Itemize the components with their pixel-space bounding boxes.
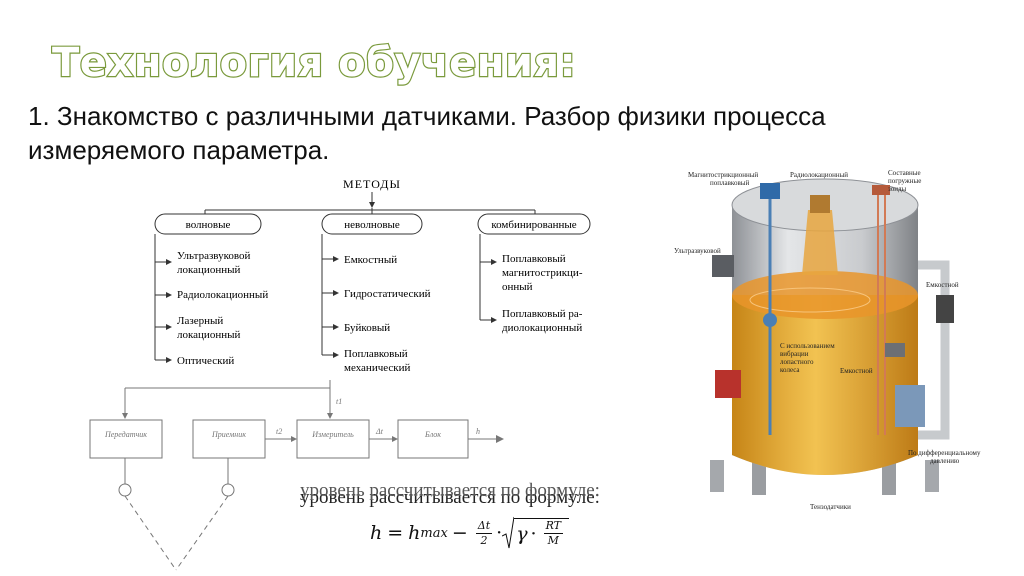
signal-t1: t1 bbox=[336, 397, 342, 406]
method-radar: Радиолокационный bbox=[177, 289, 268, 301]
formula-sqrt: γ · RT M bbox=[502, 516, 570, 550]
group-box-wave bbox=[154, 213, 262, 235]
block-receiver bbox=[192, 419, 266, 459]
group-label-combined: комбинированные bbox=[491, 219, 576, 231]
block-processing bbox=[397, 419, 469, 459]
tank-label-capacitive: Емкостной bbox=[840, 367, 873, 375]
signal-h: h bbox=[476, 427, 480, 436]
methods-diagram: МЕТОДЫ волновые неволновые комбинированн… bbox=[154, 177, 591, 374]
formula-caption-text: уровень рассчитывается по формуле: bbox=[300, 487, 600, 508]
tank-label-ultrasonic: Ультразвуковой bbox=[674, 247, 721, 255]
method-displacer: Буйковый bbox=[344, 322, 390, 334]
block-transmitter bbox=[89, 419, 163, 459]
method-capacitive: Емкостный bbox=[344, 254, 397, 266]
tank-label-strain: Тензодатчики bbox=[810, 503, 851, 511]
group-label-nonwave: неволновые bbox=[344, 219, 400, 231]
formula-frac2-num: RT bbox=[543, 519, 564, 534]
signal-t2: t2 bbox=[276, 427, 282, 436]
formula-frac1-den: 2 bbox=[480, 533, 488, 547]
method-optical: Оптический bbox=[177, 355, 234, 367]
ultrasonic-block-diagram: Передатчик Приемник Измеритель Блок t1 t… bbox=[89, 380, 504, 571]
page-title: Технология обучения: bbox=[51, 39, 577, 87]
methods-root: МЕТОДЫ bbox=[343, 177, 401, 191]
page-subtitle: 1. Знакомство с различными датчиками. Ра… bbox=[28, 101, 826, 165]
formula-gamma: γ bbox=[516, 522, 528, 545]
formula-hmax: h bbox=[408, 522, 421, 544]
formula-caption-ghost: уровень рассчитывается по формуле: bbox=[300, 480, 600, 501]
formula-minus: − bbox=[451, 522, 468, 544]
formula-dot1: · bbox=[496, 522, 503, 544]
signal-dt: Δt bbox=[375, 427, 384, 436]
formula-dot2: · bbox=[530, 522, 537, 545]
formula-caption: уровень рассчитывается по формуле: урове… bbox=[300, 480, 600, 509]
group-box-nonwave bbox=[321, 213, 423, 235]
formula-frac1-num: Δt bbox=[475, 518, 493, 534]
method-float-radar: Поплавковый ра-диолокационный bbox=[502, 308, 583, 334]
formula-frac2-den: M bbox=[547, 534, 559, 547]
method-hydrostatic: Гидростатический bbox=[344, 288, 431, 300]
formula-hmax-sub: max bbox=[420, 525, 448, 541]
formula-lhs: h bbox=[370, 522, 383, 544]
group-label-wave: волновые bbox=[186, 219, 231, 231]
block-transmitter-label: Передатчик bbox=[104, 430, 147, 439]
sqrt-sign-icon bbox=[502, 516, 515, 549]
tank-label-capacitive-side: Емкостной bbox=[926, 281, 959, 289]
block-interval-meter-label: Измеритель bbox=[311, 430, 354, 439]
block-receiver-label: Приемник bbox=[211, 430, 246, 439]
block-interval-meter bbox=[296, 419, 370, 459]
block-processing-label: Блок bbox=[424, 430, 441, 439]
group-box-combined bbox=[477, 213, 591, 235]
formula-fraction-rtm: RT M bbox=[543, 519, 564, 548]
tank-label-radar: Радиолокационный bbox=[790, 171, 848, 179]
formula-fraction-dt: Δt 2 bbox=[475, 518, 493, 548]
